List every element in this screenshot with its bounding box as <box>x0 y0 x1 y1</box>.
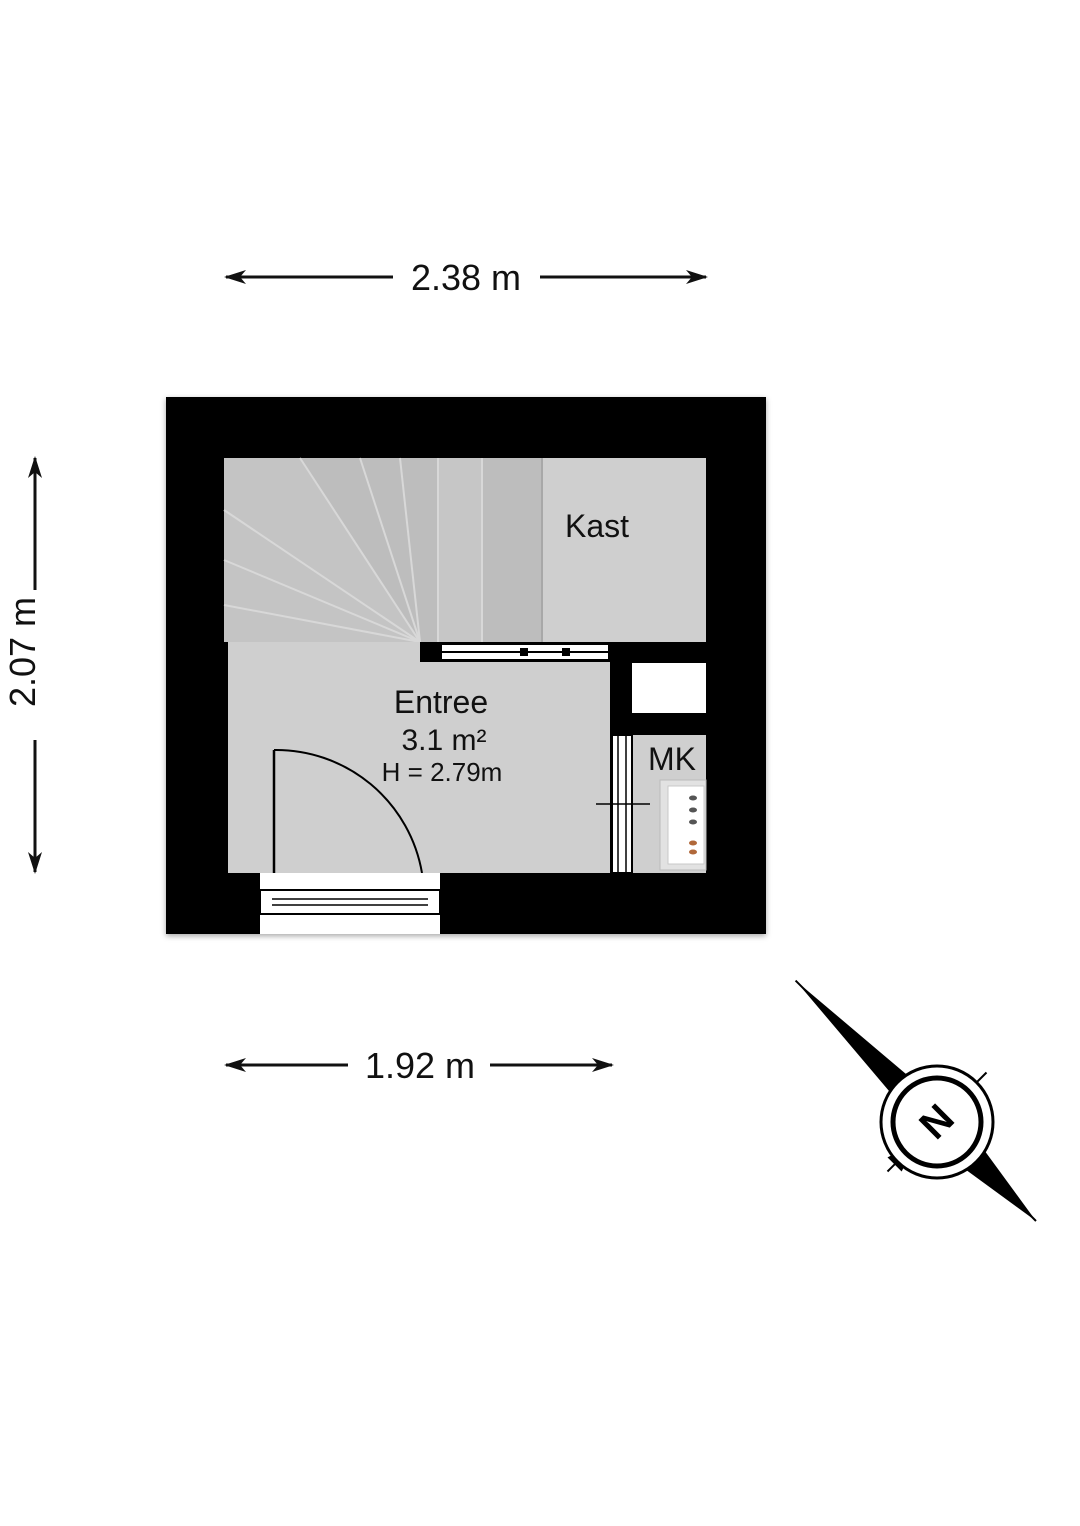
mk-label: MK <box>648 741 696 777</box>
mk-door <box>596 734 650 874</box>
bottom-dimension-label: 1.92 m <box>365 1045 475 1086</box>
staircase <box>223 457 542 643</box>
entree-room <box>228 642 610 873</box>
top-dimension: 2.38 m <box>224 257 708 298</box>
entrance-threshold <box>259 873 441 934</box>
kast-label: Kast <box>565 508 629 544</box>
left-dimension: 2.07 m <box>2 456 43 874</box>
sliding-door <box>420 642 610 662</box>
left-dimension-label: 2.07 m <box>2 597 43 707</box>
kast-room <box>542 458 706 642</box>
top-dimension-label: 2.38 m <box>411 257 521 298</box>
entree-label: Entree <box>394 684 488 720</box>
meter-cabinet-icon <box>659 779 707 871</box>
niche <box>632 663 706 713</box>
bottom-dimension: 1.92 m <box>224 1045 614 1086</box>
entree-height: H = 2.79m <box>382 757 503 787</box>
entree-area: 3.1 m² <box>401 724 486 757</box>
compass-icon: N <box>794 979 1037 1222</box>
entrance-door <box>272 748 423 874</box>
